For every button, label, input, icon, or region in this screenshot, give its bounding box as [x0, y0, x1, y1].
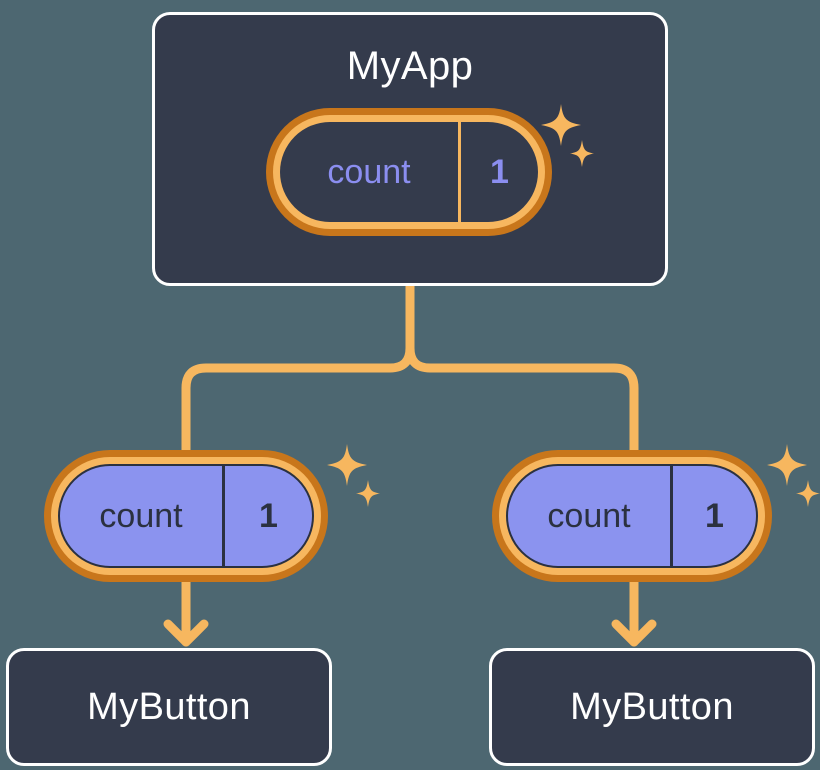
pill-core: count 1	[58, 464, 314, 568]
state-name: count	[547, 496, 631, 535]
state-value: 1	[670, 466, 756, 566]
sparkle-four-point-small	[796, 480, 820, 507]
sparkle-four-point-large	[327, 444, 367, 486]
connector-branch-left	[181, 343, 415, 457]
pill-inner-ring: count 1	[273, 115, 545, 229]
component-title-mybutton: MyButton	[87, 685, 251, 728]
sparkle-four-point-small	[356, 480, 380, 507]
sparkle-group-child-left	[322, 442, 384, 517]
arrow-down-icon-left	[163, 619, 209, 647]
state-pill-child-right[interactable]: count 1	[492, 450, 772, 582]
state-pill-child-left[interactable]: count 1	[44, 450, 328, 582]
component-box-mybutton-right[interactable]: MyButton	[489, 648, 815, 766]
component-title-mybutton: MyButton	[570, 685, 734, 728]
component-box-mybutton-left[interactable]: MyButton	[6, 648, 332, 766]
state-pill-myapp[interactable]: count 1	[266, 108, 552, 236]
connector-branch-right	[405, 343, 639, 457]
pill-inner-ring: count 1	[51, 457, 321, 575]
pill-core: count 1	[506, 464, 758, 568]
state-name: count	[99, 496, 183, 535]
pill-core: count 1	[280, 122, 538, 222]
state-value: 1	[222, 466, 312, 566]
sparkle-four-point-large	[767, 444, 807, 486]
state-value: 1	[458, 122, 538, 222]
state-name: count	[327, 152, 411, 191]
pill-inner-ring: count 1	[499, 457, 765, 575]
component-title-myapp: MyApp	[346, 44, 474, 88]
arrow-down-icon-right	[611, 619, 657, 647]
